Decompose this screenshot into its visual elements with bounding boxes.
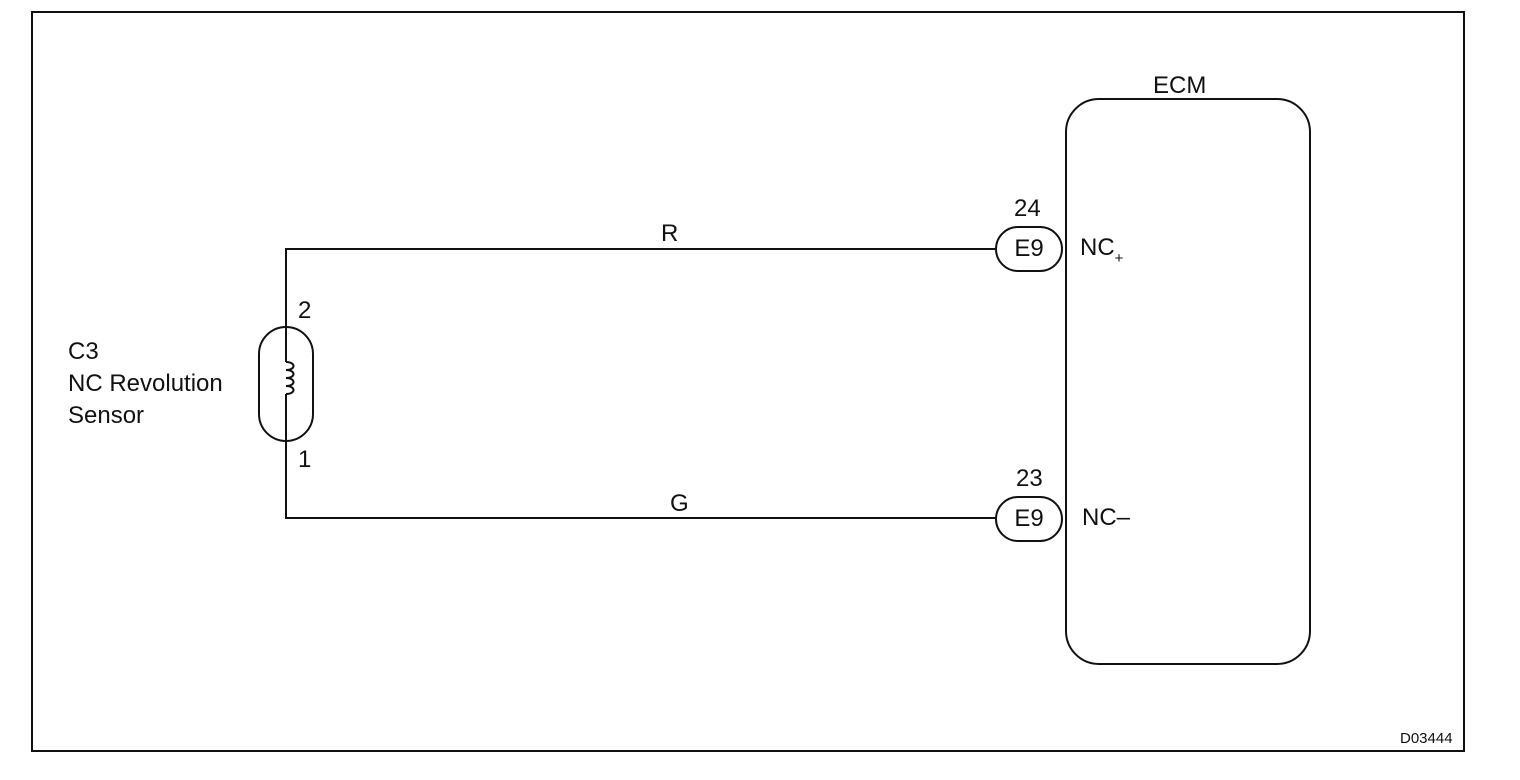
sensor-name-line2: Sensor <box>68 402 145 429</box>
sensor-pin-bottom: 1 <box>298 446 312 473</box>
sensor-id: C3 <box>68 338 99 365</box>
ecm-signal-top-main: NC <box>1080 234 1115 261</box>
connector-bottom-label: E9 <box>1014 505 1044 532</box>
diagram-frame <box>31 11 1465 752</box>
ecm-signal-bottom: NC– <box>1082 504 1131 531</box>
connector-top: E9 <box>995 226 1063 272</box>
figure-id: D03444 <box>1400 730 1453 747</box>
sensor-name-line1: NC Revolution <box>68 370 223 397</box>
wire-color-top: R <box>661 220 679 247</box>
ecm-title: ECM <box>1153 72 1207 99</box>
ecm-signal-top-sub: + <box>1114 250 1124 267</box>
wire-r <box>285 248 996 326</box>
connector-bottom: E9 <box>995 496 1063 542</box>
ecm-pin-top: 24 <box>1014 195 1041 222</box>
sensor-body <box>258 326 314 442</box>
ecm-signal-top: NC+ <box>1080 234 1123 267</box>
ecm-pin-bottom: 23 <box>1016 465 1043 492</box>
wire-g <box>285 442 996 519</box>
connector-top-label: E9 <box>1014 235 1044 262</box>
sensor-pin-top: 2 <box>298 297 312 324</box>
wire-color-bottom: G <box>670 490 689 517</box>
ecm-box <box>1065 98 1311 665</box>
